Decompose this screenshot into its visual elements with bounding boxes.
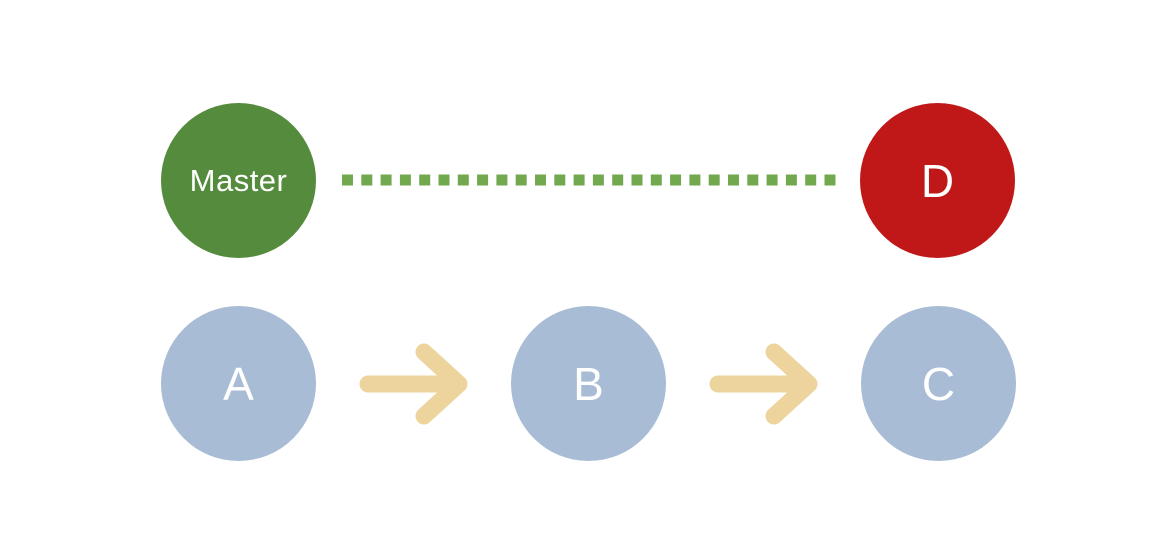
arrow-head <box>765 343 818 425</box>
arrow-head <box>415 343 468 425</box>
node-b: B <box>511 306 666 461</box>
node-c-label: C <box>921 357 956 410</box>
node-b-label: B <box>573 357 604 410</box>
edge-a-b-arrow <box>359 343 468 425</box>
edge-b-c-arrow <box>709 343 818 425</box>
node-c: C <box>861 306 1016 461</box>
node-d: D <box>860 103 1015 258</box>
node-master-label: Master <box>189 162 288 198</box>
node-a-label: A <box>223 357 254 410</box>
node-master: Master <box>161 103 316 258</box>
node-d-label: D <box>920 154 955 207</box>
node-a: A <box>161 306 316 461</box>
